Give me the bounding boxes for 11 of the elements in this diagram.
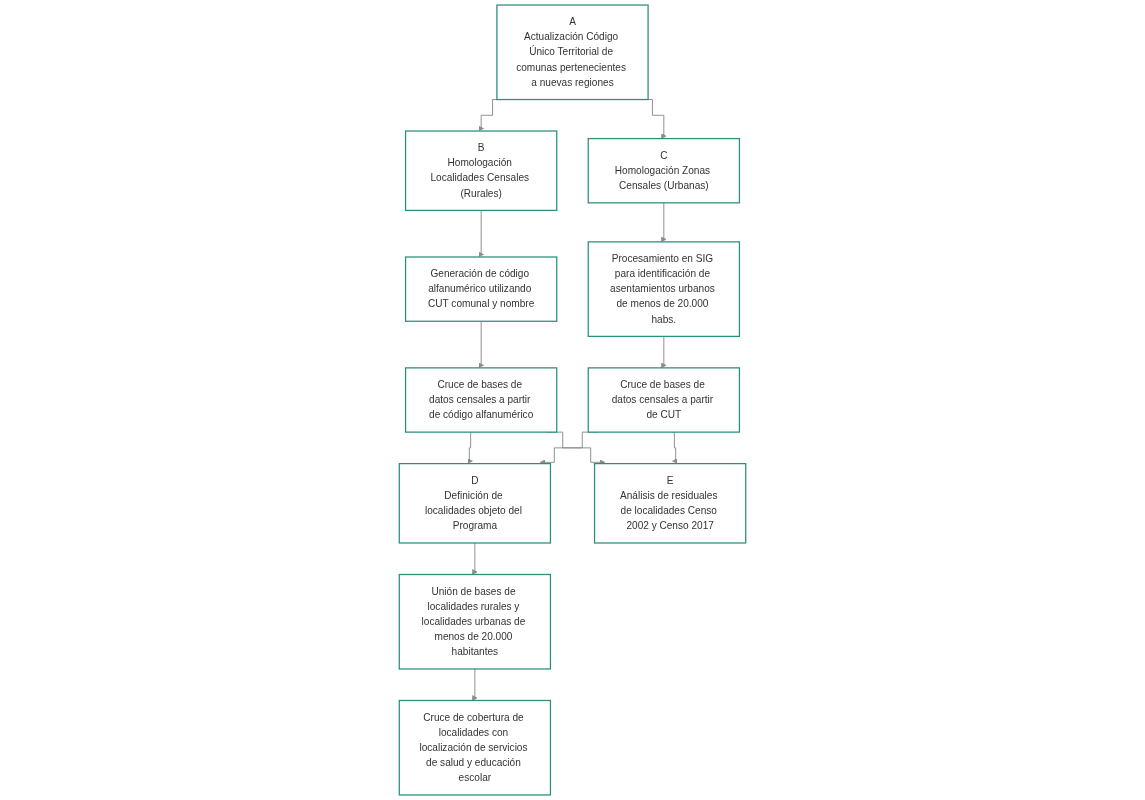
node-box: Procesamiento en SIG para identificación de asentamientos urbanos de menos de 20.000 habs. bbox=[587, 241, 741, 337]
node-box: Unión de bases de localidades rurales y localidades urbanas de menos de 20.000 habitantes bbox=[398, 573, 552, 670]
node-box: A Actualización Código Único Territorial de comunas pertenecientes a nuevas regiones bbox=[496, 4, 649, 101]
node-box: C Homologación Zonas Censales (Urbanas) bbox=[587, 137, 741, 204]
node-box: Cruce de bases de datos censales a partir de CUT bbox=[587, 367, 741, 433]
node-box: D Definición de localidades objeto del Programa bbox=[398, 463, 552, 544]
node-box: Generación de código alfanumérico utilizando CUT comunal y nombre bbox=[404, 256, 558, 322]
node-box: B Homologación Localidades Censales (Rurales) bbox=[404, 130, 558, 211]
node-box: Cruce de cobertura de localidades con localización de servicios de salud y educación escolar bbox=[398, 699, 552, 796]
node-box: E Análisis de residuales de localidades Censo 2002 y Censo 2017 bbox=[593, 463, 747, 544]
node-box: Cruce de bases de datos censales a partir de código alfanumérico bbox=[404, 367, 558, 433]
